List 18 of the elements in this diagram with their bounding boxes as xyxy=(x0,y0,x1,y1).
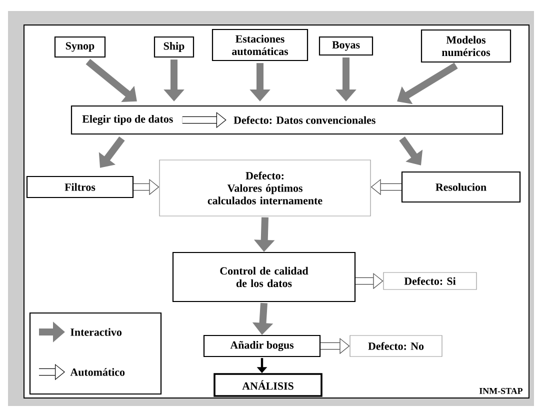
box-text: Elegir tipo de datos xyxy=(82,115,173,126)
process-box: Filtros xyxy=(26,176,134,198)
source-box: Modelos numéricos xyxy=(420,29,512,63)
interactive-arrow xyxy=(399,136,423,166)
source-box: Boyas xyxy=(318,36,374,56)
default-box: Defecto: Valores óptimos calculados internamente xyxy=(159,160,371,216)
box-text: Defecto: Datos convencionales xyxy=(234,116,376,124)
source-box: Estaciones automáticas xyxy=(212,28,308,62)
process-box: Añadir bogus xyxy=(203,334,321,358)
result-box: ANÁLISIS xyxy=(214,373,322,397)
legend-text: Interactivo xyxy=(70,328,122,336)
source-box: Synop xyxy=(54,36,106,58)
process-box: Control de calidad de los datos xyxy=(172,252,356,302)
source-box: Ship xyxy=(154,36,194,58)
interactive-arrow xyxy=(86,58,137,102)
process-box: Resolucion xyxy=(401,171,521,203)
credit-label: INM-STAP xyxy=(479,388,523,394)
legend-text: Automático xyxy=(70,368,125,376)
